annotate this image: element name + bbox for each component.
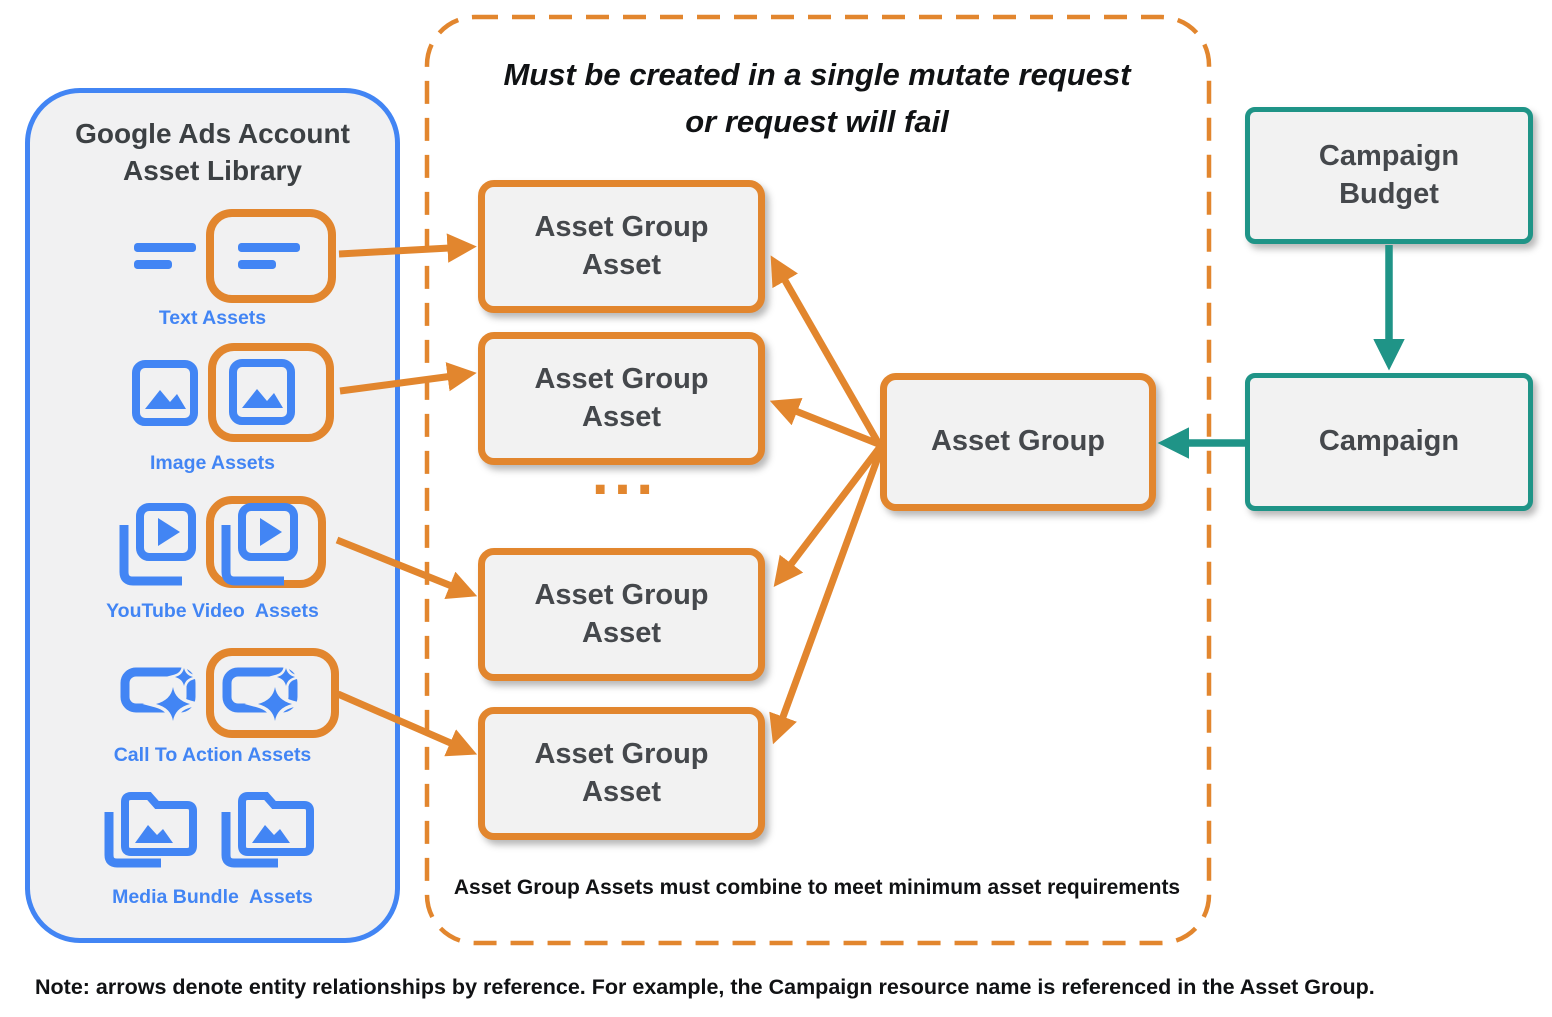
asset-group-asset-box-3: Asset Group Asset — [478, 548, 765, 681]
arrow-asset-group-to-asset-group-asset-4 — [769, 447, 885, 745]
text-asset-icon — [238, 243, 300, 269]
campaign-box: Campaign — [1245, 373, 1533, 511]
call-to-action-asset-icon — [222, 667, 306, 722]
image-asset-icon — [132, 360, 198, 426]
library-item-label: Call To Action Assets — [113, 744, 312, 766]
call-to-action-asset-icon — [120, 667, 204, 722]
arrow-asset-group-to-asset-group-asset-1 — [770, 255, 884, 448]
campaign-budget-box: Campaign Budget — [1245, 107, 1533, 244]
library-item-label: Media Bundle Assets — [112, 886, 313, 908]
bottom-note: Note: arrows denote entity relationships… — [35, 975, 1375, 999]
library-title: Google Ads Account Asset Library — [75, 118, 350, 186]
selected-asset-ring — [206, 209, 336, 303]
youtube-video-asset-icon — [119, 503, 196, 586]
selected-asset-ring — [208, 343, 334, 442]
arrow-asset-group-to-asset-group-asset-3 — [773, 444, 883, 588]
library-item-label: YouTube Video Assets — [106, 600, 319, 622]
arrow-asset-group-to-asset-group-asset-2 — [769, 397, 883, 449]
selected-asset-ring — [206, 648, 339, 738]
text-asset-icon — [134, 243, 196, 269]
asset-group-asset-box-2: Asset Group Asset — [478, 332, 765, 465]
mutate-request-title-line2: or request will fail — [685, 103, 949, 139]
image-asset-icon — [229, 359, 295, 425]
youtube-video-asset-icon — [221, 503, 298, 586]
mutate-request-title: Must be created in a single mutate reque… — [447, 52, 1187, 145]
more-asset-group-assets-ellipsis: ... — [591, 439, 659, 508]
media-bundle-asset-icon — [104, 792, 197, 868]
mutate-group-footnote: Asset Group Assets must combine to meet … — [453, 876, 1181, 899]
mutate-request-title-line1: Must be created in a single mutate reque… — [503, 57, 1131, 92]
media-bundle-asset-icon — [221, 792, 314, 868]
asset-group-asset-box-1: Asset Group Asset — [478, 180, 765, 313]
asset-group-asset-box-4: Asset Group Asset — [478, 707, 765, 840]
library-item-label: Text Assets — [158, 307, 267, 329]
library-item-label: Image Assets — [149, 452, 275, 474]
asset-group-box: Asset Group — [880, 373, 1156, 511]
